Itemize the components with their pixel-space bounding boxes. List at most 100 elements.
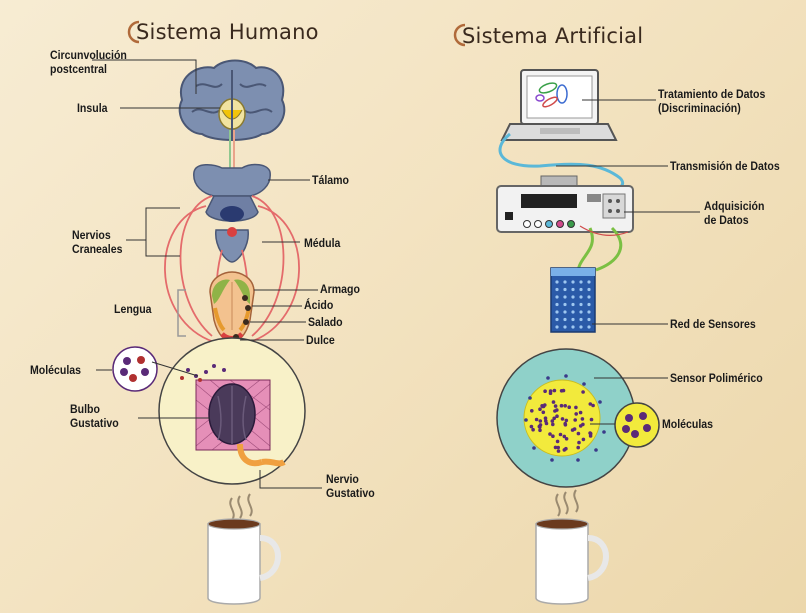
polymer-molecule-dot (540, 404, 544, 408)
polymer-molecule-dot (563, 435, 567, 439)
polymer-molecule-dot (539, 423, 543, 427)
sensor-dot (579, 288, 582, 291)
sensor-dot (563, 303, 566, 306)
polymer-molecule-dot (560, 389, 564, 393)
polymer-molecule-dot (535, 418, 539, 422)
polymer-molecule-dot (549, 389, 553, 393)
polymer-molecule-dot (594, 448, 598, 452)
label-salado: Salado (308, 315, 343, 329)
sensor-dot (571, 295, 574, 298)
polymer-molecule-dot (553, 409, 557, 413)
polymer-molecule-dot (571, 428, 575, 432)
polymer-molecule-dot (542, 411, 546, 415)
sensor-dot (555, 303, 558, 306)
label-nervio-gustativo: Nervio Gustativo (326, 472, 375, 500)
polymer-molecule-dot (582, 382, 586, 386)
sensor-dot (563, 325, 566, 328)
polymer-molecule-dot (563, 422, 567, 426)
polymer-molecule-dot (557, 449, 561, 453)
polymer-molecule-dot (552, 400, 556, 404)
polymer-molecule-dot (538, 429, 542, 433)
sensor-dot (587, 303, 590, 306)
polymer-molecule-dot (574, 406, 578, 410)
sensor-dot (587, 310, 590, 313)
polymer-molecule-dot (561, 417, 565, 421)
molecules-icon-artificial (615, 403, 659, 447)
label-red-de-sensores: Red de Sensores (670, 317, 756, 331)
sensor-dot (555, 325, 558, 328)
polymer-molecule-dot (602, 430, 606, 434)
sensor-dot (555, 318, 558, 321)
polymer-molecule-dot (579, 411, 583, 415)
label-acido: Ácido (304, 298, 333, 312)
sensor-dot (587, 318, 590, 321)
polymer-molecule-dot (564, 447, 568, 451)
polymer-molecule-dot (552, 417, 556, 421)
polymer-molecule-dot (551, 423, 555, 427)
sensor-dot (571, 310, 574, 313)
sensor-dot (587, 325, 590, 328)
sensor-dot (579, 325, 582, 328)
data-acquisition-instrument-icon (497, 176, 633, 232)
polymer-molecule-dot (524, 418, 528, 422)
polymer-molecule-dot (564, 374, 568, 378)
polymer-molecule-dot (582, 438, 586, 442)
polymer-molecule-dot (581, 417, 585, 421)
polymer-molecule-dot (543, 389, 547, 393)
coffee-mug-human-icon (208, 494, 278, 604)
sensor-dot (571, 325, 574, 328)
label-bulbo-gustativo: Bulbo Gustativo (70, 402, 119, 430)
polymer-molecule-dot (550, 458, 554, 462)
sensor-dot (563, 318, 566, 321)
polymer-molecule-dot (565, 419, 569, 423)
molecules-icon-human (113, 347, 157, 391)
sensor-dot (555, 295, 558, 298)
label-adquisicion-de-datos: Adquisición de Datos (704, 199, 764, 227)
lengua-bracket (178, 290, 186, 336)
sensor-dot (579, 310, 582, 313)
polymer-molecule-dot (581, 390, 585, 394)
polymer-molecule-dot (530, 425, 534, 429)
polymer-molecule-dot (573, 418, 577, 422)
sensor-dot (555, 288, 558, 291)
sensor-dot (579, 318, 582, 321)
polymer-molecule-dot (531, 428, 535, 432)
polymer-molecule-dot (553, 389, 557, 393)
polymer-molecule-dot (563, 404, 567, 408)
polymer-molecule-dot (560, 404, 564, 408)
polymer-molecule-dot (598, 400, 602, 404)
label-dulce: Dulce (306, 333, 335, 347)
polymer-molecule-dot (530, 409, 534, 413)
sensor-dot (555, 310, 558, 313)
polymer-molecule-dot (532, 446, 536, 450)
label-insula: Insula (77, 101, 108, 115)
polymer-molecule-dot (548, 432, 552, 436)
label-moleculas-artificial: Moléculas (662, 417, 713, 431)
sensor-dot (587, 295, 590, 298)
polymer-molecule-dot (556, 440, 560, 444)
sensor-dot (571, 280, 574, 283)
polymer-molecule-dot (574, 412, 578, 416)
polymer-molecule-dot (590, 418, 594, 422)
polymer-molecule-dot (577, 441, 581, 445)
label-nervios-craneales: Nervios Craneales (72, 228, 122, 256)
label-circunvolucion-postcentral: Circunvolución postcentral (50, 48, 127, 76)
label-transmision-de-datos: Transmisión de Datos (670, 159, 780, 173)
polymer-molecule-dot (579, 424, 583, 428)
sensor-dot (563, 310, 566, 313)
polymer-molecule-dot (559, 433, 563, 437)
tongue-icon (210, 272, 254, 342)
polymer-molecule-dot (556, 446, 560, 450)
polymer-molecule-dot (576, 458, 580, 462)
sensor-dot (571, 318, 574, 321)
sensor-dot (579, 303, 582, 306)
sensor-array-icon (551, 268, 595, 332)
sensor-dot (579, 295, 582, 298)
polymer-molecule-dot (589, 434, 593, 438)
polymer-molecule-dot (528, 396, 532, 400)
polymer-molecule-dot (567, 405, 571, 409)
label-moleculas-human: Moléculas (30, 363, 81, 377)
label-tratamiento-de-datos: Tratamiento de Datos (Discriminación) (658, 87, 765, 115)
sensor-dot (571, 288, 574, 291)
